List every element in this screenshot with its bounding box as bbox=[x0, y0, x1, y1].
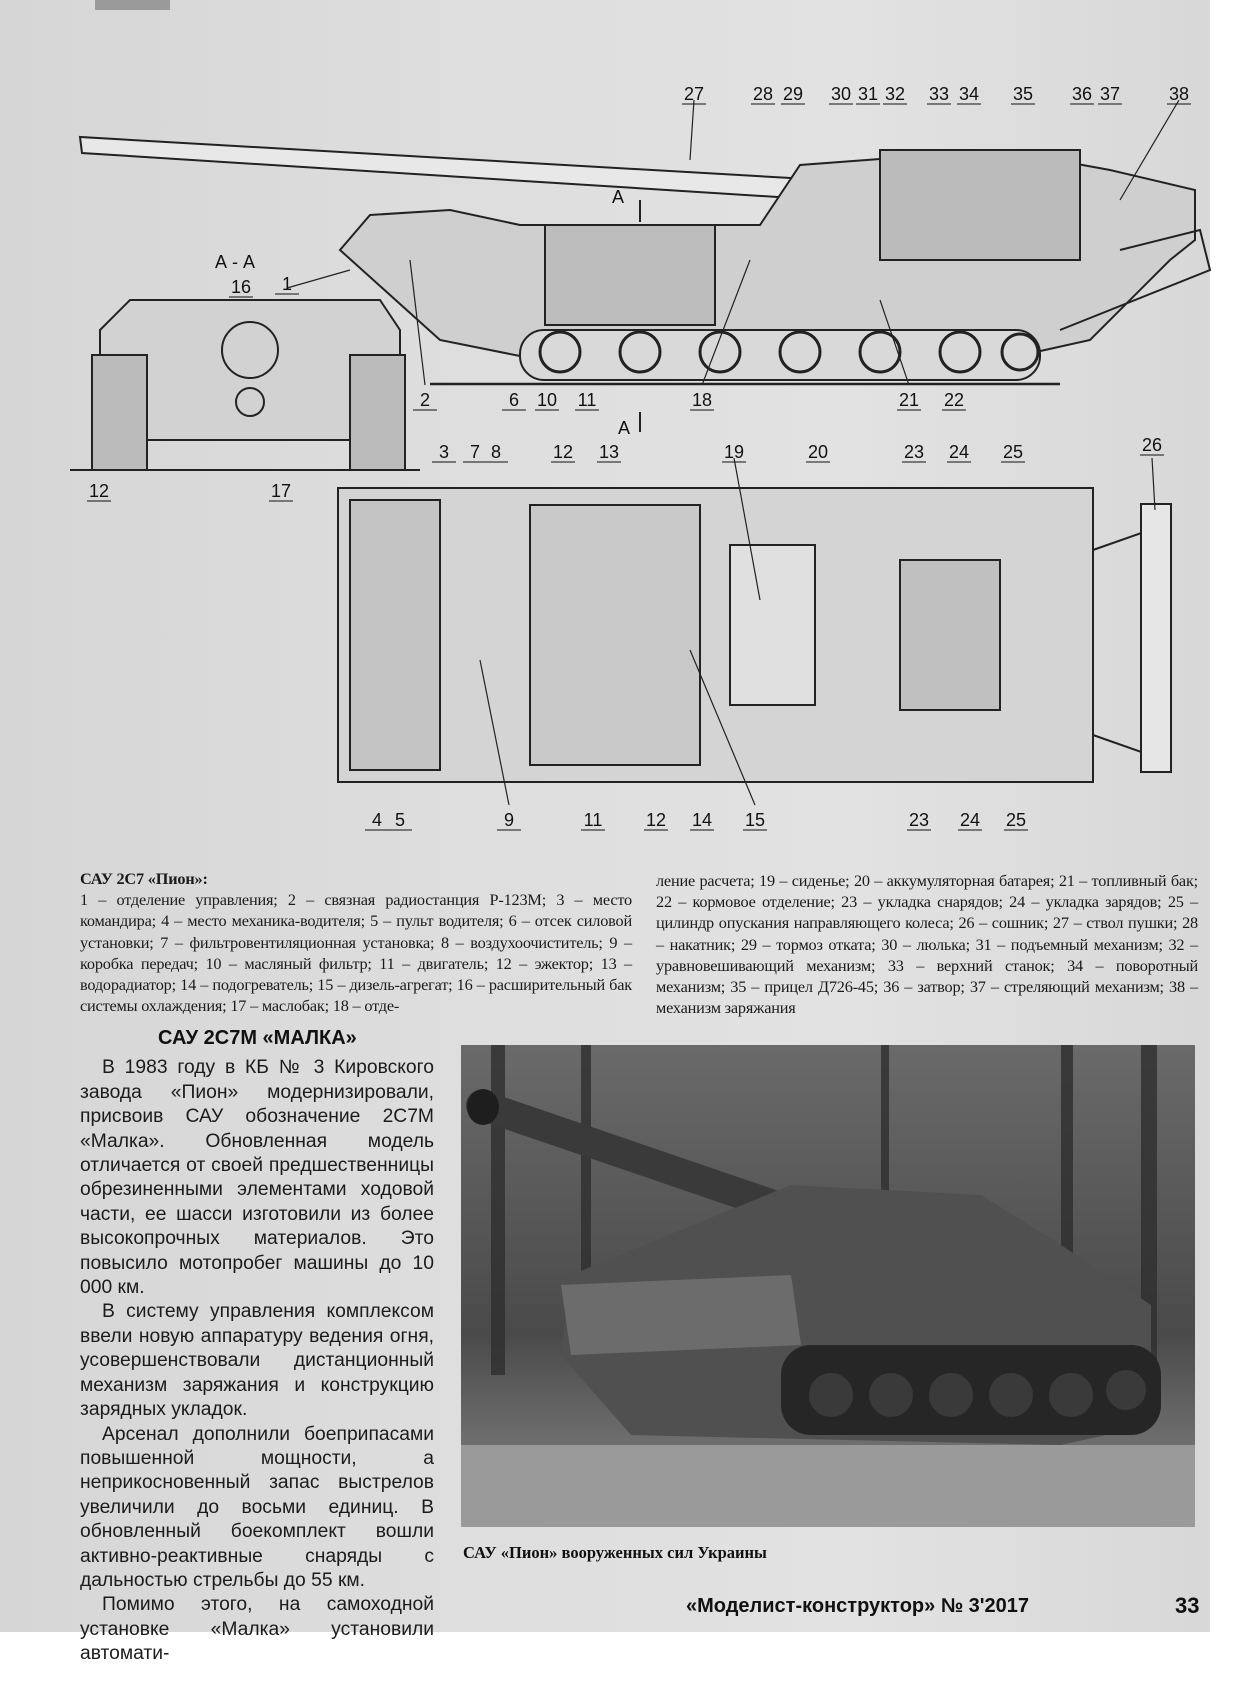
callout-number: 23 bbox=[909, 810, 929, 830]
callout-number: 33 bbox=[929, 84, 949, 104]
paragraph: В 1983 году в КБ № 3 Кировского завода «… bbox=[80, 1057, 434, 1299]
callout-number: 36 bbox=[1072, 84, 1092, 104]
callout-number: 25 bbox=[1006, 810, 1026, 830]
section-a-a-drawing bbox=[70, 299, 420, 471]
callout-number: 21 bbox=[899, 390, 919, 410]
callout-number: 29 bbox=[783, 84, 803, 104]
callout-number: 9 bbox=[504, 810, 514, 830]
callout-number: 3 bbox=[439, 442, 449, 462]
tank-photo bbox=[461, 1045, 1195, 1527]
callout-number: 26 bbox=[1142, 435, 1162, 455]
callout-number: 23 bbox=[904, 442, 924, 462]
callout-number: 22 bbox=[944, 390, 964, 410]
left-column: САУ 2С7 «Пион»: 1 – отделение управления… bbox=[80, 868, 632, 1667]
callout-number: 27 bbox=[684, 84, 704, 104]
callout-number: 12 bbox=[89, 481, 109, 501]
callout-number: 11 bbox=[584, 810, 603, 830]
callout-number: 20 bbox=[808, 442, 828, 462]
callout-number: 10 bbox=[537, 390, 557, 410]
callout-number: 12 bbox=[646, 810, 666, 830]
callout-number: 1 bbox=[282, 274, 292, 294]
callout-number: 24 bbox=[949, 442, 969, 462]
photo-caption: САУ «Пион» вооруженных сил Украины bbox=[463, 1543, 767, 1562]
callout-number: 32 bbox=[885, 84, 905, 104]
callout-number: 16 bbox=[231, 277, 251, 297]
callout-number: 38 bbox=[1169, 84, 1189, 104]
cut-marker-bottom: А bbox=[618, 418, 630, 438]
callout-number: 18 bbox=[692, 390, 712, 410]
caption-legend-left: 1 – отделение управления; 2 – связная ра… bbox=[80, 890, 632, 1016]
page-number: 33 bbox=[1175, 1593, 1200, 1618]
callout-number: 2 bbox=[420, 390, 430, 410]
callout-number: 14 bbox=[692, 810, 712, 830]
callout-number: 35 bbox=[1013, 84, 1033, 104]
callout-number: 37 bbox=[1100, 84, 1120, 104]
callout-number: 19 bbox=[724, 442, 744, 462]
magazine-footer: «Моделист-конструктор» № 3'2017 bbox=[686, 1595, 1030, 1617]
callout-number: 11 bbox=[578, 390, 597, 410]
callout-number: 13 bbox=[599, 442, 619, 462]
callout-number: 6 bbox=[509, 390, 519, 410]
article-heading: САУ 2С7М «МАЛКА» bbox=[158, 1027, 357, 1050]
diagram-caption-right: ление расчета; 19 – сиденье; 20 – аккуму… bbox=[656, 871, 1198, 1018]
diagram-caption-left: САУ 2С7 «Пион»: 1 – отделение управления… bbox=[80, 868, 632, 1016]
section-label: А - А bbox=[215, 252, 255, 272]
caption-title: САУ 2С7 «Пион»: bbox=[80, 869, 208, 888]
scan-edge-mark bbox=[95, 0, 170, 10]
paragraph: Арсенал дополнили боеприпасами повышенно… bbox=[80, 1423, 434, 1591]
callout-number: 31 bbox=[858, 84, 878, 104]
top-view-drawing bbox=[337, 487, 1172, 783]
side-view-drawing bbox=[78, 135, 1212, 386]
callout-number: 8 bbox=[491, 442, 501, 462]
cut-marker-top: А bbox=[612, 187, 624, 207]
callout-number: 28 bbox=[753, 84, 773, 104]
callout-number: 34 bbox=[959, 84, 979, 104]
paragraph: В систему управления комплексом ввели но… bbox=[80, 1301, 434, 1421]
paragraph: Помимо этого, на самоходной установке «М… bbox=[80, 1594, 434, 1665]
callout-number: 7 bbox=[470, 442, 480, 462]
callout-number: 4 bbox=[372, 810, 382, 830]
callout-number: 30 bbox=[831, 84, 851, 104]
callout-number: 17 bbox=[271, 481, 291, 501]
callout-number: 12 bbox=[553, 442, 573, 462]
callout-number: 25 bbox=[1003, 442, 1023, 462]
callout-number: 24 bbox=[960, 810, 980, 830]
article-body: В 1983 году в КБ № 3 Кировского завода «… bbox=[80, 1056, 434, 1666]
callout-number: 5 bbox=[395, 810, 405, 830]
callout-number: 15 bbox=[745, 810, 765, 830]
